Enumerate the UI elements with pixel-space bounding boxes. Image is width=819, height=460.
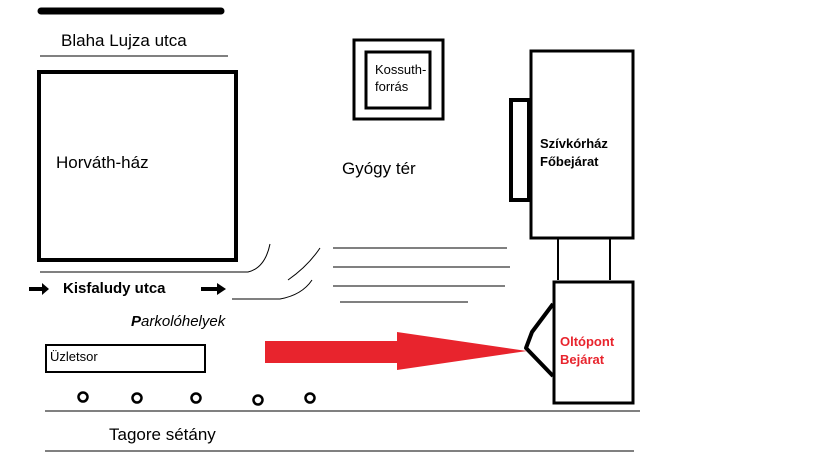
building-label-oltopont-bejarat: Bejárat [560, 352, 605, 367]
street-label-kisfaludy: Kisfaludy utca [63, 280, 166, 297]
building-label-fobejarat: Főbejárat [540, 154, 599, 169]
oltopont-building [552, 280, 635, 405]
tree-marker [304, 392, 316, 404]
kisfaludy-arrow-left [29, 283, 49, 295]
square-label-gyogy-ter: Gyógy tér [342, 159, 416, 178]
szivkorhaz-entrance-canopy [509, 98, 531, 202]
building-label-kossuth-2: forrás [375, 79, 409, 94]
building-label-horvath: Horváth-ház [56, 153, 149, 172]
street-label-tagore: Tagore sétány [109, 425, 216, 444]
building-label-szivkorhaz: Szívkórház [540, 136, 608, 151]
parking-label-rest: arkolóhelyek [141, 313, 226, 330]
street-label-blaha: Blaha Lujza utca [61, 31, 187, 50]
building-label-kossuth-1: Kossuth- [375, 62, 427, 77]
oltopont-entrance-shape [524, 302, 555, 378]
parking-label: Parkolóhelyek [131, 314, 225, 329]
kossuth-forras-inner [364, 50, 432, 110]
building-label-oltopont: Oltópont [560, 334, 615, 349]
tree-marker [190, 392, 202, 404]
parking-label-initial: P [131, 313, 142, 330]
tree-marker [252, 394, 264, 406]
road-curve-upper [40, 243, 271, 273]
road-curve-lower [232, 279, 313, 300]
uzletsor-building [45, 344, 206, 373]
tree-marker [131, 392, 143, 404]
horvath-haz-building [37, 70, 238, 262]
kossuth-forras-outer [352, 38, 445, 121]
tree-marker [77, 391, 89, 403]
building-label-uzletsor: Üzletsor [50, 349, 98, 364]
road-curve-middle [287, 247, 321, 281]
direction-arrow-red [265, 332, 527, 370]
kisfaludy-arrow-right [201, 283, 226, 295]
